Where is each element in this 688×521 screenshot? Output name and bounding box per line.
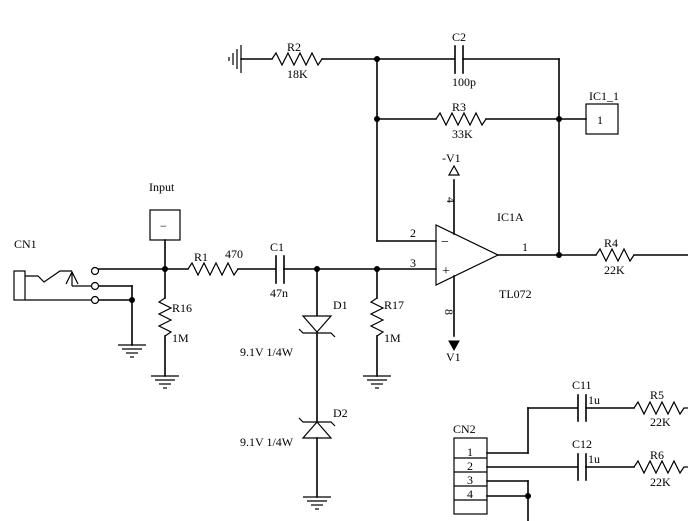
r2-resistor bbox=[271, 51, 323, 67]
r6-label: R6 bbox=[650, 448, 664, 462]
cn2-label: CN2 bbox=[453, 422, 476, 436]
neg-supply-arrow-icon bbox=[447, 164, 461, 176]
r1-resistor bbox=[187, 261, 276, 277]
r3-resistor bbox=[435, 111, 487, 127]
cn2-pin-2: 2 bbox=[467, 459, 473, 473]
c1-value: 47n bbox=[270, 286, 288, 300]
r16-value: 1M bbox=[172, 331, 189, 345]
r2-label: R2 bbox=[287, 40, 301, 54]
r17-resistor bbox=[363, 268, 391, 389]
r2-value: 18K bbox=[287, 67, 308, 81]
r4-value: 22K bbox=[604, 263, 625, 277]
opamp-plus-sign: + bbox=[442, 264, 450, 279]
c11-capacitor bbox=[577, 394, 587, 422]
opamp-part: TL072 bbox=[499, 287, 532, 301]
cn1-jack bbox=[13, 266, 146, 358]
c1-label: C1 bbox=[270, 240, 284, 254]
input-port bbox=[149, 209, 181, 270]
r16-label: R16 bbox=[172, 301, 192, 315]
c12-capacitor bbox=[577, 453, 587, 481]
ground-icon bbox=[228, 45, 242, 73]
pos-supply-arrow-icon bbox=[448, 340, 460, 352]
input-port-label: Input bbox=[149, 180, 175, 194]
c2-capacitor bbox=[454, 45, 464, 74]
cn2-connector bbox=[453, 437, 488, 515]
ground-icon bbox=[118, 344, 146, 358]
input-port-symbol: − bbox=[160, 219, 167, 233]
r16-resistor bbox=[151, 268, 179, 389]
c2-label: C2 bbox=[452, 30, 466, 44]
opamp-pin-inv: 2 bbox=[410, 226, 416, 240]
r5-value: 22K bbox=[650, 415, 671, 429]
opamp-ref: IC1A bbox=[497, 210, 524, 224]
r4-label: R4 bbox=[604, 236, 618, 250]
opamp-neg-supply: -V1 bbox=[442, 151, 461, 165]
ground-icon bbox=[363, 375, 391, 389]
ic1-1-label: IC1_1 bbox=[589, 89, 619, 103]
c12-label: C12 bbox=[572, 437, 592, 451]
r6-value: 22K bbox=[650, 475, 671, 489]
r3-value: 33K bbox=[452, 127, 473, 141]
opamp-pos-supply: V1 bbox=[446, 350, 461, 364]
cn1-label: CN1 bbox=[14, 237, 37, 251]
cn1-terminal bbox=[90, 295, 100, 305]
r4-resistor bbox=[595, 247, 635, 263]
r1-value: 470 bbox=[225, 247, 243, 261]
opamp-pin-out: 1 bbox=[522, 240, 528, 254]
r6-resistor bbox=[633, 459, 688, 475]
cn1-terminal bbox=[90, 281, 100, 291]
cn1-terminal bbox=[90, 266, 100, 276]
opamp-minus-sign: − bbox=[441, 235, 449, 250]
r1-label: R1 bbox=[194, 250, 208, 264]
opamp-ic1a bbox=[435, 179, 560, 337]
opamp-pin-noninv: 3 bbox=[410, 256, 416, 270]
ic1-1-pin: 1 bbox=[597, 113, 603, 127]
d2-value: 9.1V 1/4W bbox=[240, 435, 294, 449]
opamp-pin-bottom: 8 bbox=[442, 309, 456, 315]
r17-value: 1M bbox=[384, 331, 401, 345]
c2-value: 100p bbox=[452, 75, 476, 89]
ground-icon bbox=[151, 375, 179, 389]
cn2-pin-3: 3 bbox=[467, 473, 473, 487]
r3-label: R3 bbox=[452, 100, 466, 114]
c1-capacitor bbox=[275, 255, 437, 284]
c11-label: C11 bbox=[572, 378, 592, 392]
c12-value: 1u bbox=[588, 452, 600, 466]
d1-label: D1 bbox=[333, 298, 348, 312]
ic1-1-port bbox=[585, 103, 619, 135]
r17-label: R17 bbox=[384, 298, 404, 312]
d2-label: D2 bbox=[333, 406, 348, 420]
cn2-pin-4: 4 bbox=[467, 487, 473, 501]
cn2-pin-1: 1 bbox=[467, 445, 473, 459]
d1-value: 9.1V 1/4W bbox=[240, 345, 294, 359]
c11-value: 1u bbox=[588, 393, 600, 407]
r5-resistor bbox=[633, 400, 688, 416]
opamp-pin-top: 4 bbox=[444, 197, 458, 203]
ground-icon bbox=[303, 496, 331, 510]
r5-label: R5 bbox=[650, 388, 664, 402]
